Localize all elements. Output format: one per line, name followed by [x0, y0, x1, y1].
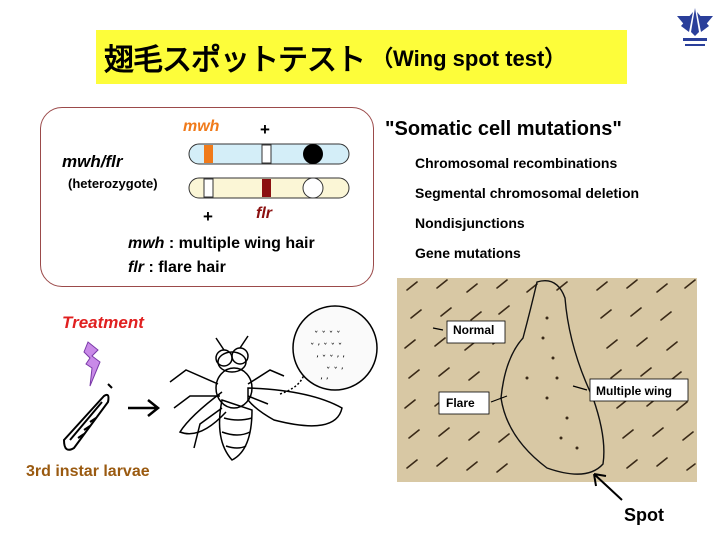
somatic-item: Nondisjunctions — [415, 215, 525, 231]
flr-marker-label: flr — [256, 205, 272, 222]
legend-flr: flr : flare hair — [128, 259, 226, 277]
fly-wing-right — [247, 387, 343, 427]
normal-label: Normal — [453, 323, 495, 337]
fly-antenna — [215, 335, 249, 351]
mwh-allele-band — [204, 145, 213, 163]
svg-text:ˇ ˇ ˇ ˇ: ˇ ˇ ˇ ˇ — [314, 330, 341, 341]
plus-marker-bottom: + — [203, 207, 213, 226]
legend-mwh-symbol: mwh — [128, 235, 165, 252]
svg-text:ʼ ˇ ˇ ʼ ʼ: ʼ ˇ ˇ ʼ ʼ — [316, 354, 345, 365]
genotype-label: mwh/flr — [62, 152, 123, 171]
somatic-item: Segmental chromosomal deletion — [415, 185, 640, 201]
lightning-icon — [83, 341, 101, 387]
flare-label-box — [438, 391, 490, 415]
wildtype-band-bottom — [203, 178, 214, 198]
fly-abdomen — [218, 399, 253, 461]
larvae-label: 3rd instar larvae — [26, 463, 150, 480]
wing-micrograph — [397, 278, 697, 482]
centromere-top — [303, 144, 323, 164]
mwh-marker-text: mwh — [183, 118, 220, 135]
mwh-marker-label: mwh — [183, 118, 219, 136]
legend-flr-symbol: flr — [128, 259, 144, 276]
normal-pointer — [432, 327, 444, 331]
larva-icon — [62, 393, 110, 451]
svg-text:ˇ ˇ ʼ: ˇ ˇ ʼ — [326, 366, 344, 377]
wildtype-band-top — [261, 144, 272, 164]
somatic-item: Chromosomal recombinations — [415, 155, 618, 171]
treatment-label: Treatment — [62, 313, 144, 332]
multiple-pointer — [572, 385, 588, 391]
multiple-wing-label: Multiple wing — [596, 384, 672, 398]
legend-mwh: mwh : multiple wing hair — [128, 235, 315, 253]
plus-marker-top: + — [260, 120, 270, 139]
title-japanese: 翅毛スポットテスト — [104, 43, 366, 78]
legend-mwh-desc: : multiple wing hair — [164, 235, 315, 252]
wing-magnifier-circle — [292, 305, 378, 391]
fly-wing-left — [178, 391, 227, 435]
flr-allele-band — [262, 179, 271, 197]
mutant-hairs — [525, 316, 579, 450]
treatment-illustration — [62, 341, 161, 451]
multiple-label-box — [589, 378, 689, 402]
normal-label-box — [446, 320, 506, 344]
wing-hairs: ˇ ˇ ˇ ˇ ˇ ʼ ˇ ˇ ˇ ʼ ˇ ˇ ʼ ʼ ˇ ˇ ʼ ʼ ʼ — [310, 330, 345, 387]
spot-outline — [500, 280, 605, 475]
legend-flr-desc: : flare hair — [144, 259, 226, 276]
fly-illustration: ˇ ˇ ˇ ˇ ˇ ʼ ˇ ˇ ˇ ʼ ˇ ˇ ʼ ʼ ˇ ˇ ʼ ʼ ʼ — [169, 305, 378, 461]
spot-arrow-icon — [593, 473, 623, 501]
heterozygote-label: (heterozygote) — [68, 176, 158, 191]
somatic-heading: "Somatic cell mutations" — [385, 118, 622, 140]
flare-pointer — [490, 395, 508, 403]
title-english: （Wing spot test） — [371, 46, 567, 71]
fly-head — [217, 351, 247, 373]
title-banner: 翅毛スポットテスト （Wing spot test） — [96, 30, 627, 84]
centromere-bottom — [302, 177, 324, 199]
larva-spiracle — [107, 383, 113, 389]
arrow-icon — [128, 399, 161, 417]
chromosome-diagram — [188, 143, 350, 199]
university-logo-icon — [677, 8, 713, 46]
somatic-item: Gene mutations — [415, 245, 521, 261]
chromosome-panel — [40, 107, 374, 287]
flare-label: Flare — [446, 396, 475, 410]
spot-label: Spot — [624, 505, 664, 525]
svg-text:ˇ ʼ ˇ ˇ ˇ: ˇ ʼ ˇ ˇ ˇ — [310, 342, 342, 353]
svg-text:ʼ ʼ: ʼ ʼ — [320, 377, 329, 387]
